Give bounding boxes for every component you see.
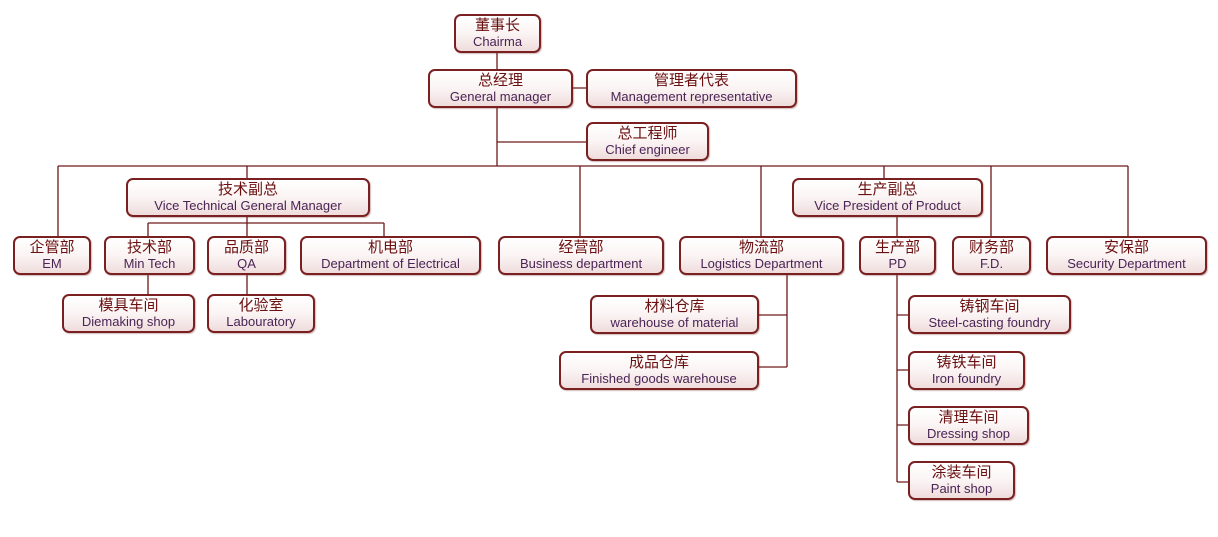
node-cn-label: 清理车间	[938, 408, 999, 426]
node-en-label: PD	[888, 256, 907, 271]
node-en-label: Steel-casting foundry	[928, 315, 1051, 330]
node-cn-label: 生产副总	[857, 180, 918, 198]
node-cn-label: 化验室	[238, 296, 284, 314]
node-en-label: EM	[42, 256, 62, 271]
node-en-label: QA	[237, 256, 256, 271]
node-cn-label: 财务部	[968, 238, 1014, 256]
node-en-label: Security Department	[1067, 256, 1186, 271]
node-cn-label: 经营部	[558, 238, 604, 256]
node-en-label: Iron foundry	[931, 371, 1002, 386]
node-cn-label: 铸钢车间	[959, 297, 1020, 315]
node-en-label: Logistics Department	[700, 256, 823, 271]
node-en-label: Business department	[519, 256, 643, 271]
node-en-label: Chairma	[472, 34, 523, 49]
node-en-label: Min Tech	[123, 256, 176, 271]
node-cn-label: 董事长	[474, 16, 520, 34]
node-cn-label: 铸铁车间	[936, 353, 997, 371]
node-en-label: Finished goods warehouse	[581, 371, 737, 386]
node-cn-label: 品质部	[223, 238, 269, 256]
node-cn-label: 企管部	[29, 238, 75, 256]
node-en-label: Dressing shop	[926, 426, 1011, 441]
node-cn-label: 安保部	[1103, 238, 1149, 256]
node-cn-label: 总经理	[477, 71, 523, 89]
node-cn-label: 生产部	[874, 238, 920, 256]
node-en-label: Paint shop	[930, 481, 993, 496]
node-en-label: Vice Technical General Manager	[154, 198, 342, 213]
node-cn-label: 成品仓库	[628, 353, 689, 371]
node-cn-label: 模具车间	[98, 296, 159, 314]
node-en-label: Diemaking shop	[81, 314, 176, 329]
node-en-label: Management representative	[610, 89, 773, 104]
node-en-label: Chief engineer	[605, 142, 690, 157]
node-cn-label: 材料仓库	[644, 297, 705, 315]
node-en-label: Department of Electrical	[321, 256, 460, 271]
node-cn-label: 技术副总	[217, 180, 278, 198]
node-cn-label: 机电部	[367, 238, 413, 256]
node-cn-label: 管理者代表	[653, 71, 729, 89]
node-en-label: General manager	[449, 89, 552, 104]
node-en-label: warehouse of material	[610, 315, 739, 330]
node-cn-label: 物流部	[738, 238, 784, 256]
node-en-label: F.D.	[979, 256, 1004, 271]
node-en-label: Vice President of Product	[814, 198, 961, 213]
node-cn-label: 总工程师	[617, 124, 678, 142]
node-cn-label: 涂装车间	[931, 463, 992, 481]
node-en-label: Labouratory	[226, 314, 296, 329]
node-cn-label: 技术部	[126, 238, 172, 256]
